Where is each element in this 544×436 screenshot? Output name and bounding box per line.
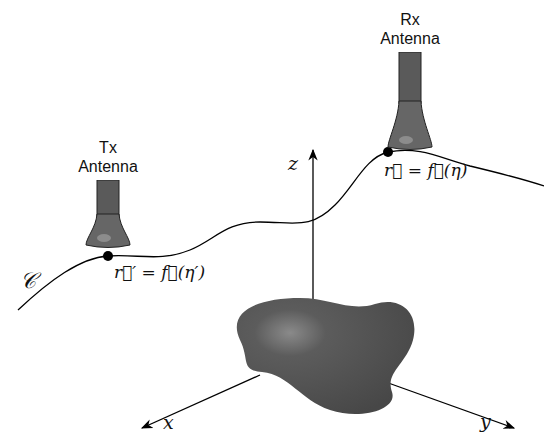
axis-label: z	[288, 152, 298, 174]
waveguide	[97, 180, 119, 216]
z-axis	[312, 150, 313, 300]
position-formula: r⃗′ = f⃗(η′)	[114, 262, 205, 282]
antenna: Rx Antenna	[375, 10, 445, 150]
horn-antenna-icon	[73, 180, 143, 248]
y-axis	[380, 380, 514, 428]
rx-point	[383, 147, 393, 157]
axis-label: x	[163, 411, 174, 433]
horn-highlight	[97, 234, 111, 242]
axes	[142, 150, 514, 428]
antenna-label: Rx Antenna	[375, 10, 445, 48]
waveguide	[399, 52, 421, 103]
horn-flare	[86, 214, 130, 248]
object-blob	[237, 298, 415, 414]
horn-flare	[388, 101, 432, 150]
tx-point	[103, 251, 113, 261]
horn-highlight	[399, 136, 413, 144]
antenna-label: Tx Antenna	[73, 138, 143, 176]
curve-label: 𝒞	[20, 268, 36, 293]
position-formula: r⃗ = f⃗(η)	[384, 160, 467, 180]
x-axis	[142, 375, 260, 428]
antenna: Tx Antenna	[73, 138, 143, 248]
horn-antenna-icon	[375, 52, 445, 150]
axis-label: y	[480, 410, 491, 432]
